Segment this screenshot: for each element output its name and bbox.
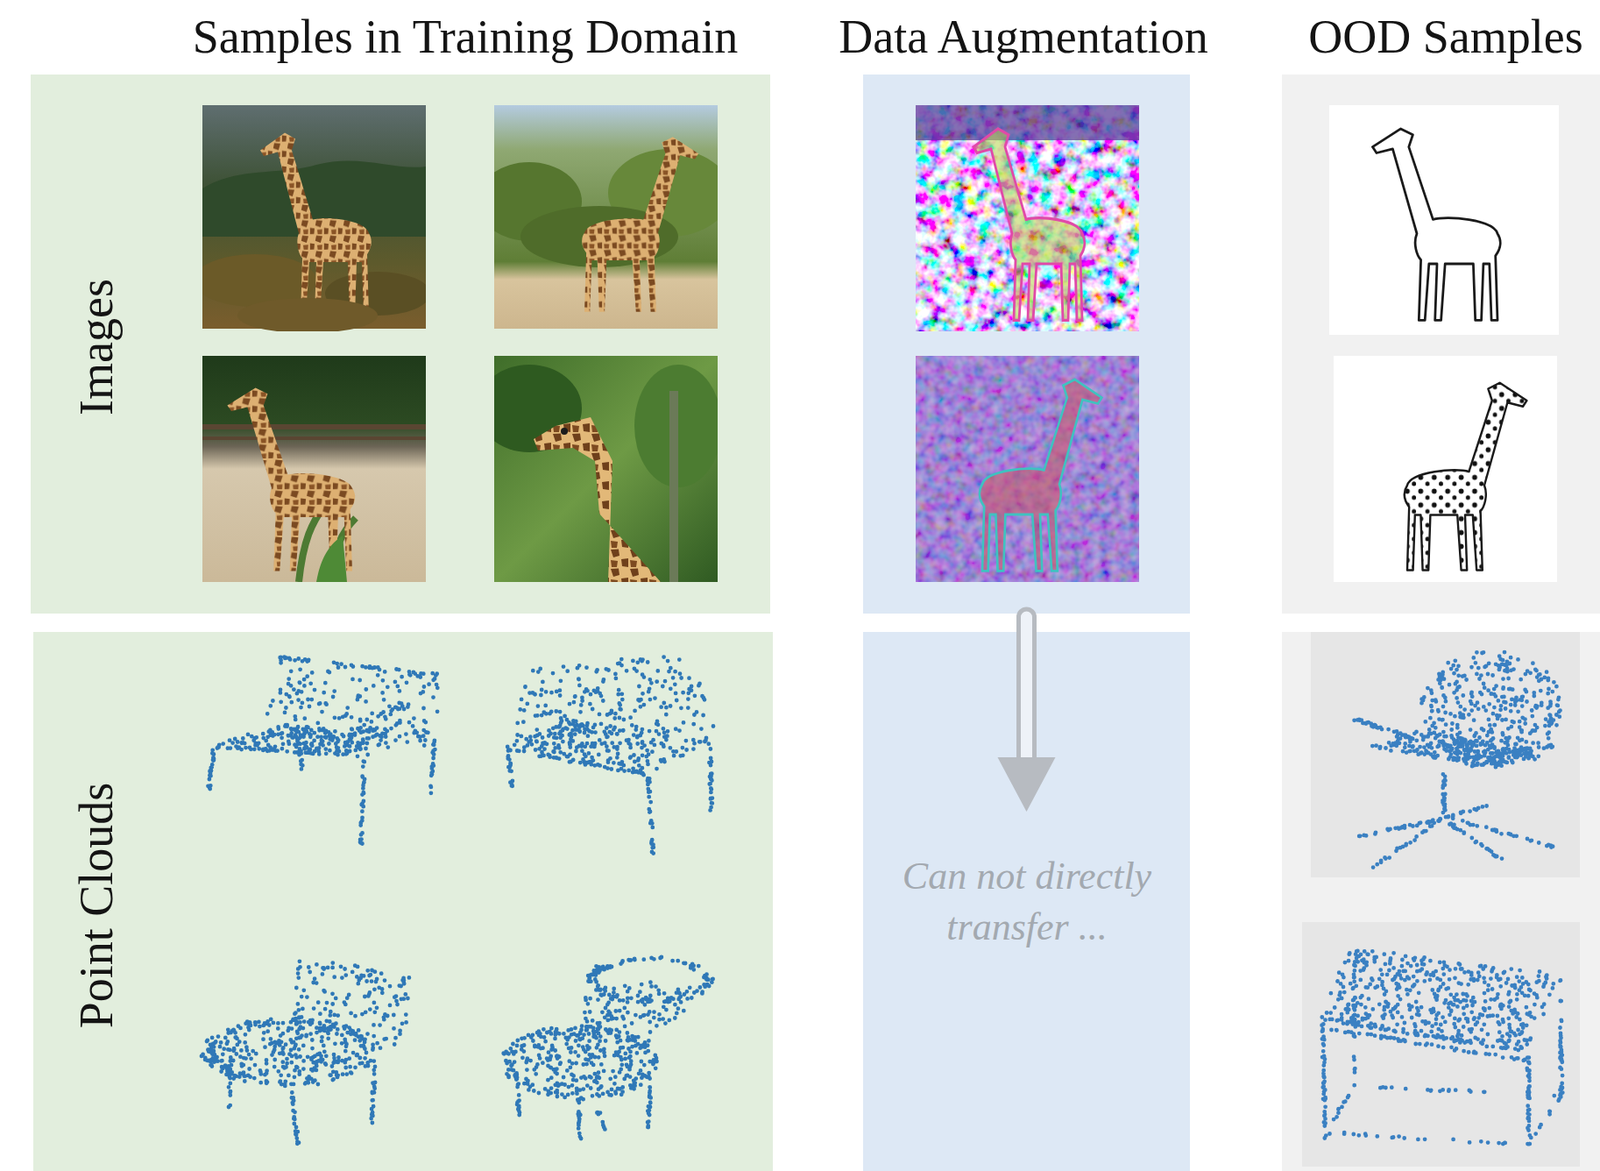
augmented-image [915,355,1140,582]
ood-panel: OOD Samples [1281,74,1600,614]
augmentation-panel: Data Augmentation [863,74,1190,614]
point-cloud [501,955,716,1141]
giraffe-photo [476,105,731,329]
column-heading: OOD Samples [1308,11,1583,64]
training-panel: Samples in Training DomainImages [30,74,771,614]
arrow-head [998,757,1056,812]
point-cloud [1319,948,1565,1147]
training-panel: Point Clouds [33,631,773,1171]
hollow-arrow [998,608,1056,812]
note-text: Can not directly transfer ... [882,850,1172,953]
point-cloud [205,654,440,846]
column-heading: Data Augmentation [838,11,1208,64]
point-cloud [1352,650,1563,870]
point-cloud [505,654,716,856]
giraffe-sketch [1333,355,1558,582]
row-label: Point Clouds [70,782,123,1029]
arrow-shaft [1019,608,1035,759]
giraffe-sketch [1329,105,1559,335]
ood-panel [1281,631,1600,1171]
giraffe-photo [193,105,431,333]
column-heading: Samples in Training Domain [192,11,739,64]
giraffe-photo [476,355,723,582]
point-cloud [199,958,412,1146]
augmented-image [915,105,1140,332]
cloud-inset [1310,631,1580,878]
giraffe-photo [202,355,426,582]
cloud-inset [1302,921,1580,1167]
row-label: Images [70,278,123,416]
augmentation-panel: Can not directly transfer ... [863,631,1190,1171]
